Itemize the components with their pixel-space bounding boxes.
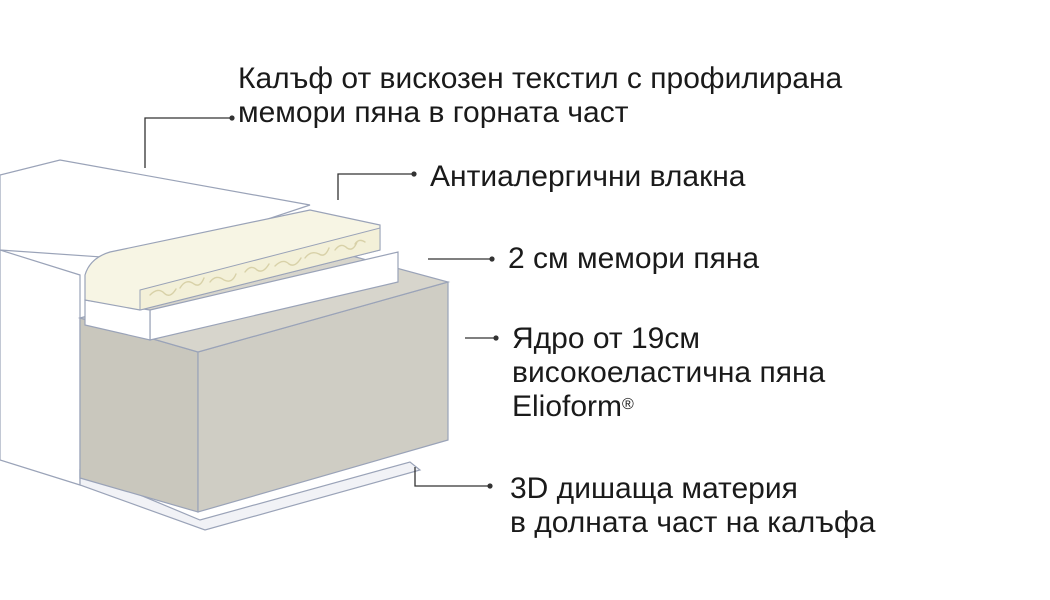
- fiber-layer-front: [139, 227, 381, 311]
- fiber-texture: [149, 239, 366, 296]
- label-core-line3-wrap: Elioform®: [512, 390, 825, 424]
- leader-lines: [144, 117, 494, 487]
- bottom-fabric-layer: [79, 461, 422, 531]
- label-memory-foam-line1: 2 см мемори пяна: [508, 242, 760, 275]
- label-core-line3: Elioform: [512, 390, 623, 423]
- label-core-line2: високоеластична пяна: [512, 356, 826, 389]
- leader-bottom: [414, 467, 488, 487]
- leader-dots: [229, 115, 499, 489]
- label-core: Ядро от 19см високоеластична пяна Eliofo…: [512, 322, 825, 424]
- leader-cover: [144, 117, 230, 168]
- label-bottom: 3D дишаща материя в долната част на калъ…: [510, 472, 875, 540]
- label-memory-foam: 2 см мемори пяна: [508, 242, 759, 276]
- label-cover-line2: мемори пяна в горната част: [238, 96, 629, 129]
- cover-side-surface: [0, 249, 81, 486]
- label-fibers: Антиалергични влакна: [430, 160, 745, 194]
- leader-fibers: [337, 173, 412, 200]
- label-core-line1: Ядро от 19см: [512, 322, 700, 355]
- label-cover-line1: Калъф от вискозен текстил с профилирана: [238, 62, 843, 95]
- label-bottom-line2: в долната част на калъфа: [510, 506, 876, 539]
- registered-mark: ®: [622, 396, 634, 413]
- label-fibers-line1: Антиалергични влакна: [430, 160, 746, 193]
- label-bottom-line1: 3D дишаща материя: [510, 472, 798, 505]
- label-cover: Калъф от вискозен текстил с профилирана …: [238, 62, 842, 130]
